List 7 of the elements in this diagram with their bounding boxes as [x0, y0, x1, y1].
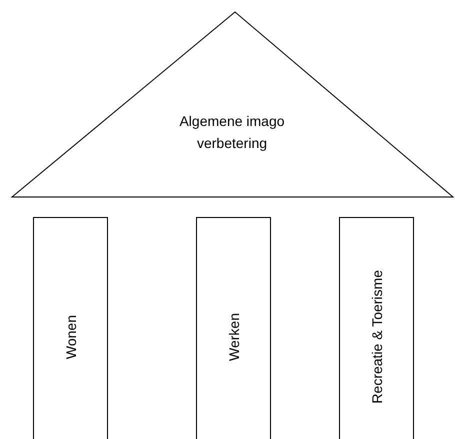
pillar-label: Werken [226, 313, 242, 361]
pillar [196, 217, 271, 439]
pillar [33, 217, 108, 439]
pillar-label: Recreatie & Toerisme [368, 270, 384, 404]
pillar-label: Wonen [62, 314, 78, 360]
roof-label: Algemene imago verbetering [178, 112, 286, 153]
pillar [339, 217, 414, 439]
